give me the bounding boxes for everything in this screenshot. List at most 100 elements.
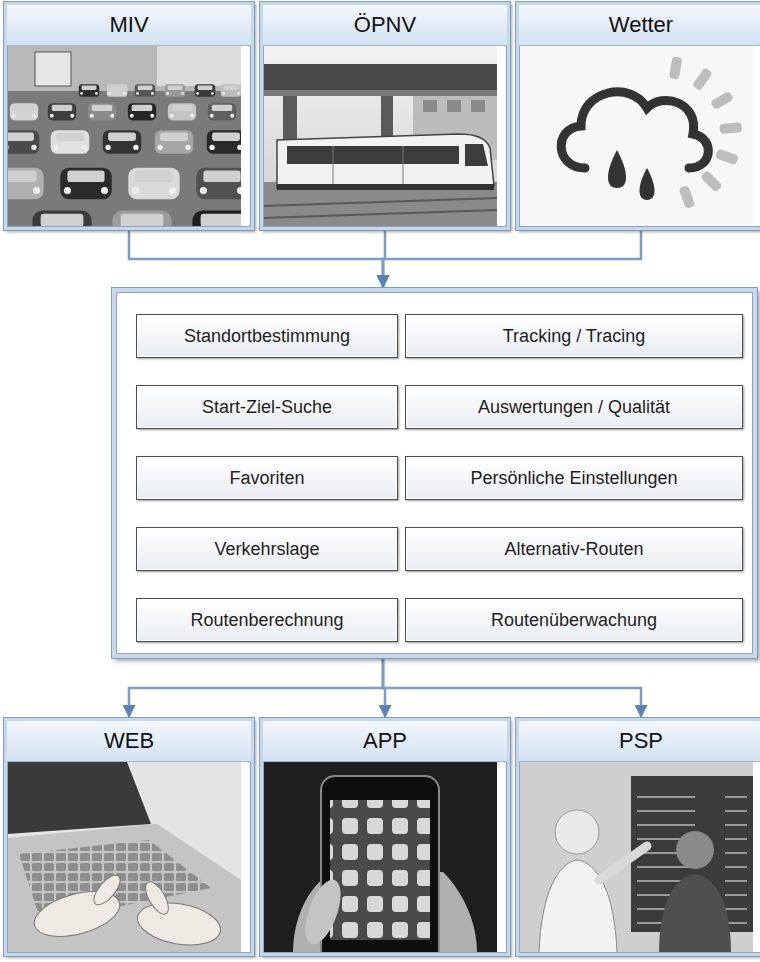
traffic-photo-part <box>79 84 100 97</box>
source-panel: MIV <box>4 2 254 230</box>
function-box: Alternativ-Routen <box>405 527 743 571</box>
traffic-photo-part <box>7 168 44 199</box>
traffic-photo-part <box>168 103 196 120</box>
tram-photo-part <box>333 146 334 186</box>
laptop-photo-part <box>141 878 173 917</box>
function-box: Start-Ziel-Suche <box>136 385 398 429</box>
function-box: Standortbestimmung <box>136 314 398 358</box>
traffic-photo-part <box>107 84 128 97</box>
traffic-photo-part <box>48 103 76 120</box>
laptop-photo-part <box>89 871 124 909</box>
flow-connector <box>383 230 641 288</box>
tram-photo-part <box>423 100 437 112</box>
source-panel: Wetter <box>516 2 760 230</box>
traffic-photo-part <box>128 168 179 199</box>
tram-photo <box>263 46 497 227</box>
phone-photo-part <box>330 800 430 940</box>
traffic-photo-part <box>135 84 156 97</box>
tram-photo-part <box>263 210 497 218</box>
function-box: Auswertungen / Qualität <box>405 385 743 429</box>
laptop-photo-part <box>7 762 151 834</box>
traffic-photo <box>7 46 241 227</box>
traffic-photo-part <box>7 46 241 227</box>
channel-panel: APP <box>260 718 510 956</box>
function-label: Persönliche Einstellungen <box>462 468 685 489</box>
weather-icon-part <box>640 168 655 200</box>
function-box: Persönliche Einstellungen <box>405 456 743 500</box>
people-at-board-photo-part <box>659 874 731 953</box>
weather-icon <box>519 46 753 227</box>
laptop-photo-part <box>7 824 241 953</box>
traffic-photo-part <box>128 103 156 120</box>
traffic-photo-part <box>221 84 241 97</box>
traffic-photo-part <box>60 168 111 199</box>
traffic-photo-part <box>155 130 194 154</box>
traffic-photo-part <box>208 103 236 120</box>
people-at-board-photo-part <box>599 846 647 880</box>
flow-connector <box>383 658 641 718</box>
people-at-board-photo-part <box>555 810 599 854</box>
traffic-photo-part <box>196 168 241 199</box>
flow-connector <box>129 230 383 288</box>
tram-photo-part <box>263 198 497 206</box>
sun-rays-part <box>678 185 695 209</box>
tram-photo-part <box>403 146 404 186</box>
tram-photo-part <box>277 184 494 190</box>
panel-title: WEB <box>7 721 251 762</box>
weather-icon-part <box>519 46 753 227</box>
tram-photo-part <box>465 144 488 166</box>
tram-photo-part <box>287 146 459 164</box>
function-label: Favoriten <box>221 468 312 489</box>
traffic-photo-part <box>165 84 186 97</box>
traffic-photo-part <box>35 52 71 86</box>
laptop-photo <box>7 762 241 953</box>
panel-title: MIV <box>7 5 251 46</box>
tram-photo-part <box>471 100 485 112</box>
panel-title: ÖPNV <box>263 5 507 46</box>
channel-panel: PSP <box>516 718 760 956</box>
laptop-photo-part <box>134 897 224 951</box>
tram-photo-part <box>447 100 461 112</box>
function-box: Verkehrslage <box>136 527 398 571</box>
function-label: Alternativ-Routen <box>496 539 651 560</box>
function-label: Tracking / Tracing <box>495 326 653 347</box>
people-at-board-photo-part <box>519 762 753 953</box>
sun-rays-part <box>692 67 713 91</box>
tram-photo-part <box>263 90 497 96</box>
weather-icon-part <box>608 150 626 188</box>
sun-rays <box>669 56 742 209</box>
traffic-photo-part <box>112 211 171 227</box>
tram-photo-part <box>263 46 497 227</box>
sun-rays-part <box>719 122 742 134</box>
people-at-board-photo-part <box>676 831 714 869</box>
panel-title: PSP <box>519 721 760 762</box>
tram-photo-part <box>263 64 497 90</box>
weather-icon-part <box>561 92 708 168</box>
traffic-photo-part <box>10 103 38 120</box>
source-panel: ÖPNV <box>260 2 510 230</box>
function-label: Auswertungen / Qualität <box>470 397 678 418</box>
function-group: Standortbestimmung Tracking / TracingStar… <box>112 288 757 658</box>
function-box: Favoriten <box>136 456 398 500</box>
channel-panel: WEB <box>4 718 254 956</box>
traffic-photo-part <box>7 130 39 154</box>
traffic-photo-part <box>7 46 241 91</box>
people-at-board-photo <box>519 762 753 953</box>
tram-photo-part <box>263 182 497 227</box>
panel-title: APP <box>263 721 507 762</box>
sun-rays-part <box>715 148 739 165</box>
traffic-photo-part <box>195 84 216 97</box>
phone-photo-part <box>330 800 430 940</box>
tram-photo-part <box>277 134 494 188</box>
function-box: Routenberechnung <box>136 598 398 642</box>
traffic-photo-part <box>207 130 241 154</box>
sun-rays-part <box>700 170 723 193</box>
phone-photo <box>263 762 497 953</box>
traffic-photo-part <box>88 103 116 120</box>
phone-photo-part <box>298 875 348 948</box>
traffic-photo-part <box>32 211 91 227</box>
function-box: Routenüberwachung <box>405 598 743 642</box>
sun-rays-part <box>710 91 734 111</box>
function-label: Standortbestimmung <box>176 326 358 347</box>
laptop-photo-part <box>7 762 241 953</box>
